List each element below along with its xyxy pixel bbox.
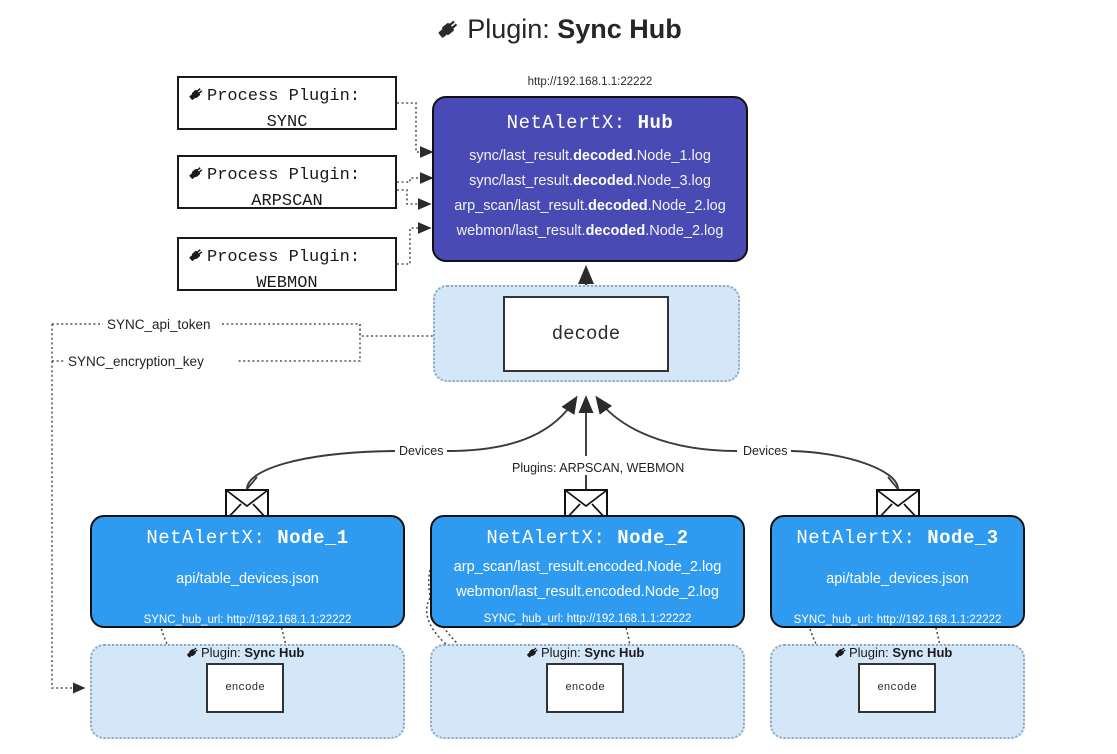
process-plugin-line1: Process Plugin:: [179, 164, 395, 191]
hub-log-row: sync/last_result.decoded.Node_1.log: [469, 148, 711, 164]
hub-log-row: arp_scan/last_result.decoded.Node_2.log: [454, 198, 726, 214]
hub-title: NetAlertX: Hub: [506, 112, 674, 134]
encode-box-node2[interactable]: encode: [546, 663, 624, 713]
hub-log-row: sync/last_result.decoded.Node_3.log: [469, 173, 711, 189]
node-line: arp_scan/last_result.encoded.Node_2.log: [453, 559, 722, 575]
node-box-node2[interactable]: NetAlertX: Node_2 arp_scan/last_result.e…: [430, 515, 745, 628]
node-title: NetAlertX: Node_3: [796, 527, 999, 549]
hub-url-label: http://192.168.1.1:22222: [527, 76, 653, 88]
plug-icon: [187, 85, 205, 112]
process-plugin-box-arpscan[interactable]: Process Plugin: ARPSCAN: [177, 155, 397, 211]
encode-box-node1[interactable]: encode: [206, 663, 284, 713]
process-plugin-line1: Process Plugin:: [179, 85, 395, 112]
page-title: Plugin: Sync Hub: [0, 14, 1117, 49]
process-plugin-line1: Process Plugin:: [179, 246, 395, 273]
node-line: api/table_devices.json: [176, 571, 319, 587]
node-hub-url: SYNC_hub_url: http://192.168.1.1:22222: [143, 614, 352, 626]
process-plugin-name: ARPSCAN: [251, 191, 323, 211]
plug-icon: [833, 645, 848, 663]
node-body: api/table_devices.json: [772, 567, 1023, 592]
node-box-node1[interactable]: NetAlertX: Node_1 api/table_devices.json…: [90, 515, 405, 628]
hub-log-list: sync/last_result.decoded.Node_1.log sync…: [434, 144, 746, 244]
node-title: NetAlertX: Node_1: [146, 527, 349, 549]
plugin-label-node3: Plugin: Sync Hub: [833, 645, 952, 663]
page-title-prefix: Plugin:: [467, 14, 558, 44]
encode-box-node3[interactable]: encode: [858, 663, 936, 713]
plug-icon: [187, 246, 205, 273]
plug-icon: [187, 164, 205, 191]
hub-box[interactable]: NetAlertX: Hub sync/last_result.decoded.…: [432, 96, 748, 262]
plug-icon: [435, 16, 461, 49]
plugin-label-node1: Plugin: Sync Hub: [185, 645, 304, 663]
node-body: api/table_devices.json: [92, 567, 403, 592]
hub-log-row: webmon/last_result.decoded.Node_2.log: [456, 223, 724, 239]
plug-icon: [185, 645, 200, 663]
process-plugin-name: SYNC: [266, 112, 308, 132]
edge-label-devices-right: Devices: [739, 444, 792, 458]
decode-box[interactable]: decode: [503, 296, 669, 372]
node-line: webmon/last_result.encoded.Node_2.log: [456, 584, 719, 600]
node-line: api/table_devices.json: [826, 571, 969, 587]
node-box-node3[interactable]: NetAlertX: Node_3 api/table_devices.json…: [770, 515, 1025, 628]
process-plugin-box-webmon[interactable]: Process Plugin: WEBMON: [177, 237, 397, 293]
plug-icon: [525, 645, 540, 663]
page-title-name: Sync Hub: [557, 14, 682, 44]
process-plugin-box-sync[interactable]: Process Plugin: SYNC: [177, 76, 397, 132]
node-hub-url: SYNC_hub_url: http://192.168.1.1:22222: [483, 613, 692, 625]
edge-label-plugins: Plugins: ARPSCAN, WEBMON: [508, 461, 689, 475]
node-body: arp_scan/last_result.encoded.Node_2.log …: [432, 555, 743, 605]
node-title: NetAlertX: Node_2: [486, 527, 689, 549]
node-hub-url: SYNC_hub_url: http://192.168.1.1:22222: [793, 614, 1002, 626]
edge-label-devices-left: Devices: [395, 444, 448, 458]
process-plugin-name: WEBMON: [256, 273, 318, 293]
sync-encryption-key-label: SYNC_encryption_key: [64, 354, 208, 369]
plugin-label-node2: Plugin: Sync Hub: [525, 645, 644, 663]
sync-api-token-label: SYNC_api_token: [103, 317, 215, 332]
